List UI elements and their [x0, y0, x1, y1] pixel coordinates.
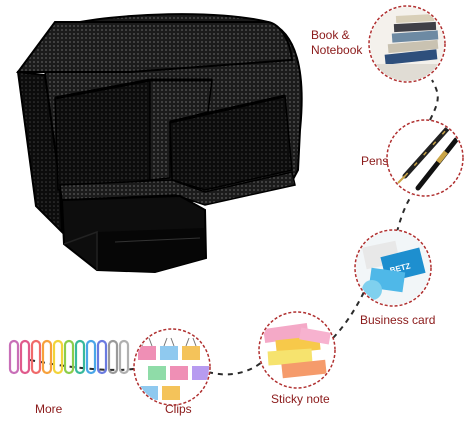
label-business-card: Business card: [360, 313, 436, 327]
desk-organizer-image: [16, 13, 303, 274]
paper-clips-image: [8, 339, 130, 375]
label-sticky-note: Sticky note: [271, 392, 330, 406]
sticky-notes-image: [258, 311, 336, 389]
pens-image: [386, 119, 464, 197]
dashed-connector: [29, 79, 439, 376]
business-card-image: BETZ: [354, 229, 432, 307]
label-pens: Pens: [361, 154, 389, 168]
label-clips: Clips: [165, 402, 192, 416]
books-image: [368, 5, 446, 83]
label-book-notebook: Book & Notebook: [311, 28, 363, 57]
label-more: More: [35, 402, 63, 416]
binder-clips-image: [133, 328, 211, 406]
